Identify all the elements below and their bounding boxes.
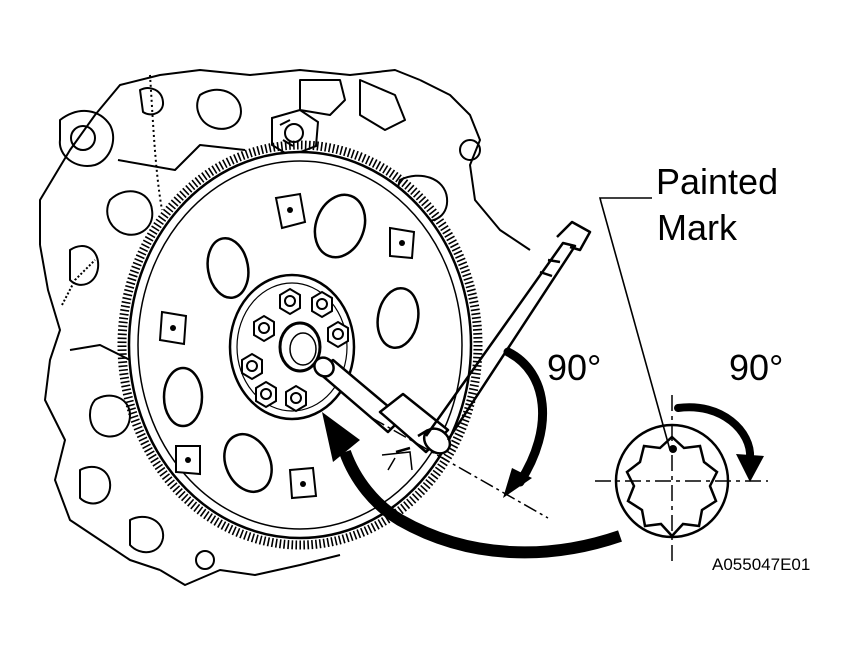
rotation-arrow-sweep — [322, 412, 622, 559]
painted-mark-dot — [669, 445, 677, 453]
torque-wrench-handle — [424, 220, 592, 441]
engine-block-outline — [39, 69, 531, 586]
flywheel-holes — [162, 193, 420, 493]
rotation-arrow-detail — [674, 403, 764, 482]
painted-mark-leader — [598, 197, 671, 451]
flywheel-inner-rim — [137, 160, 463, 530]
painted-mark-label-line2: Mark — [657, 207, 737, 248]
bolt-head-detail — [595, 395, 768, 565]
angle-label-wrench: 90° — [547, 347, 602, 388]
painted-mark-label-line1: Painted — [656, 161, 779, 202]
flywheel-ring-gear-teeth — [117, 140, 483, 550]
angle-reference-lines — [371, 417, 549, 519]
figure-code: A055047E01 — [712, 555, 811, 574]
flywheel — [117, 140, 483, 550]
angle-label-bolt: 90° — [729, 347, 784, 388]
flywheel-bolts — [241, 287, 349, 413]
rotation-arrow-wrench — [503, 347, 548, 498]
socket-wrench-extension — [313, 356, 452, 455]
